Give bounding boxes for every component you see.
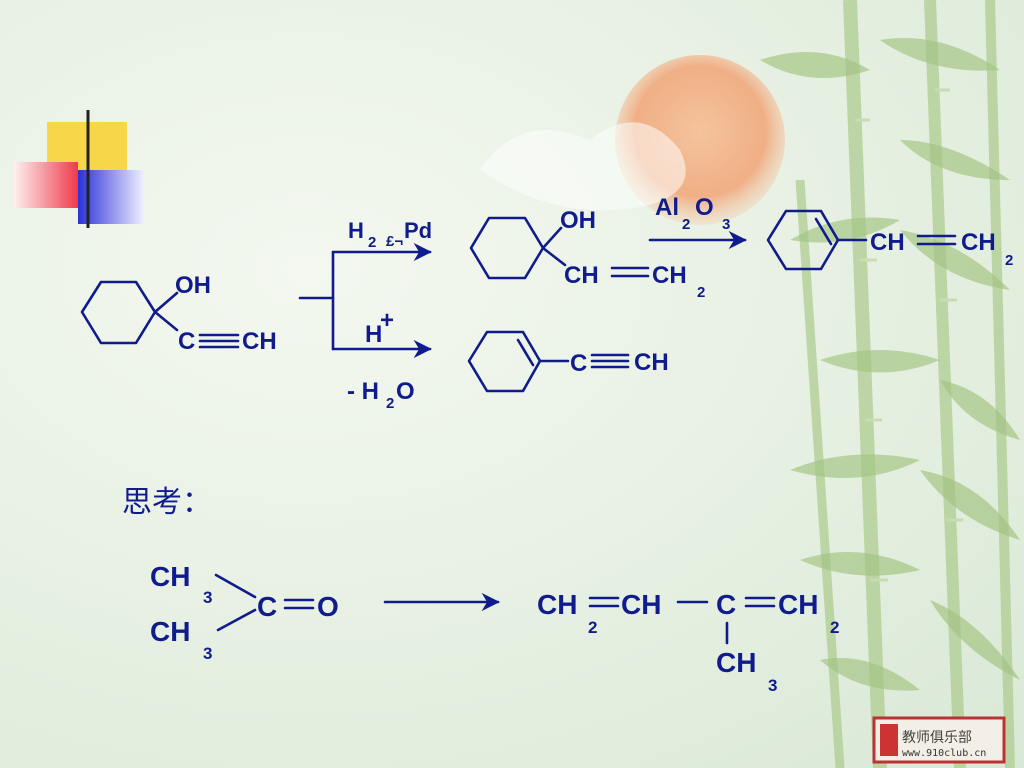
start-triple-bond bbox=[198, 333, 240, 349]
start-c-label: C bbox=[178, 328, 195, 355]
al-label: Al bbox=[655, 194, 679, 221]
think-label: 思考： bbox=[122, 485, 212, 520]
reaction-2: CH 3 CH 3 C O CH 2 CH C bbox=[150, 561, 839, 695]
upper-product: OH CH CH 2 bbox=[469, 207, 705, 301]
water-loss-label: - H bbox=[347, 378, 379, 405]
carbonyl-c-label: C bbox=[257, 591, 277, 622]
al-sub: 2 bbox=[682, 216, 690, 233]
carbonyl-o-label: O bbox=[317, 591, 339, 622]
o-label: O bbox=[695, 194, 714, 221]
lower-product: C CH bbox=[467, 330, 669, 393]
acetone-ch3-bot-sub: 3 bbox=[203, 644, 212, 663]
acetone-ch3-top-sub: 3 bbox=[203, 588, 212, 607]
diene-ch-label: CH bbox=[870, 229, 905, 256]
reagent-pd-label: Pd bbox=[404, 218, 432, 243]
isoprene: CH 2 CH C CH 2 CH 3 bbox=[537, 589, 839, 695]
dehydration-step: Al 2 O 3 bbox=[648, 194, 747, 250]
acid-plus-label: + bbox=[380, 307, 394, 334]
water-sub: 2 bbox=[386, 395, 394, 412]
title-decoration bbox=[14, 110, 970, 228]
watermark-title: 教师俱乐部 bbox=[902, 730, 972, 746]
isoprene-c-label: C bbox=[716, 589, 736, 620]
lower-reagent: H + - H 2 O bbox=[347, 307, 415, 412]
enyne-ch-label: CH bbox=[634, 349, 669, 376]
branch-bracket bbox=[298, 242, 432, 359]
isoprene-ch2b-sub: 2 bbox=[830, 618, 839, 637]
enyne-triple-bond bbox=[590, 353, 630, 369]
vinyl-double-bond bbox=[610, 266, 650, 278]
isoprene-methyl-sub: 3 bbox=[768, 676, 777, 695]
diene-double-bond bbox=[916, 234, 957, 246]
cyclohexane-ring bbox=[80, 280, 157, 345]
upper-reagent: H 2 £¬ Pd bbox=[348, 218, 432, 251]
start-ch-label: CH bbox=[242, 328, 277, 355]
cyclohexene-ring bbox=[766, 209, 840, 271]
enyne-c-label: C bbox=[570, 350, 587, 377]
reagent-garbled-symbol: £¬ bbox=[386, 233, 403, 250]
reagent-h2-sub: 2 bbox=[368, 234, 376, 251]
acetone: CH 3 CH 3 C O bbox=[150, 561, 339, 663]
acetone-ch3-top: CH bbox=[150, 561, 190, 592]
reaction-1: OH C CH H 2 £¬ Pd H + - H bbox=[80, 194, 1013, 412]
isoprene-double-bond-2 bbox=[744, 596, 776, 608]
water-o-label: O bbox=[396, 378, 415, 405]
isoprene-methyl-label: CH bbox=[716, 647, 756, 678]
cloud-graphic bbox=[480, 122, 686, 211]
acid-h-label: H bbox=[365, 321, 382, 348]
watermark-url: www.910club.cn bbox=[902, 748, 986, 759]
vinyl-ch2-sub: 2 bbox=[697, 284, 705, 301]
reagent-h2-label: H bbox=[348, 218, 364, 243]
bamboo-graphic bbox=[795, 0, 1015, 768]
cyclohexene-ring bbox=[467, 330, 542, 393]
bamboo-leaves bbox=[760, 38, 1020, 691]
diene-ch2-sub: 2 bbox=[1005, 252, 1013, 269]
carbonyl-double-bond bbox=[283, 598, 315, 610]
start-oh-label: OH bbox=[175, 272, 211, 299]
final-product: CH CH 2 bbox=[766, 209, 1013, 271]
isoprene-ch-label: CH bbox=[621, 589, 661, 620]
acetone-ch3-bot: CH bbox=[150, 616, 190, 647]
vinyl-ch-label: CH bbox=[564, 262, 599, 289]
diene-ch2-label: CH bbox=[961, 229, 996, 256]
isoprene-ch2-sub: 2 bbox=[588, 618, 597, 637]
cyclohexane-ring bbox=[469, 216, 545, 280]
background-decoration bbox=[480, 0, 1020, 768]
vinyl-alcohol-oh-label: OH bbox=[560, 207, 596, 234]
sun-graphic bbox=[615, 55, 785, 225]
start-molecule: OH C CH bbox=[80, 272, 277, 355]
isoprene-ch2b-label: CH bbox=[778, 589, 818, 620]
watermark-stamp: 教师俱乐部 www.910club.cn bbox=[872, 716, 1006, 764]
o-sub: 3 bbox=[722, 216, 730, 233]
isoprene-ch2-label: CH bbox=[537, 589, 577, 620]
vinyl-ch2-label: CH bbox=[652, 262, 687, 289]
isoprene-double-bond-1 bbox=[588, 596, 620, 608]
